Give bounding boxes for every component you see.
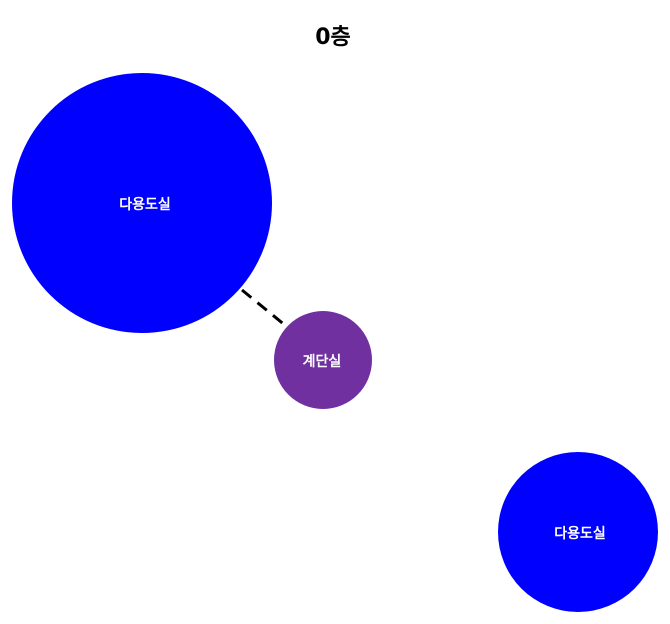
node-stairwell: 계단실	[274, 311, 372, 409]
edge-room1-stairwell	[241, 288, 287, 328]
diagram-title: 0층	[315, 25, 351, 50]
node-stairwell-circle	[274, 311, 372, 409]
node-room-2-label: 다용도실	[554, 526, 606, 542]
node-room-2-circle	[498, 452, 658, 612]
node-stairwell-label: 계단실	[303, 353, 342, 370]
node-room-1-label: 다용도실	[119, 197, 171, 213]
node-room-1: 다용도실	[12, 73, 272, 333]
node-room-2: 다용도실	[498, 452, 658, 612]
node-room-1-circle	[12, 73, 272, 333]
